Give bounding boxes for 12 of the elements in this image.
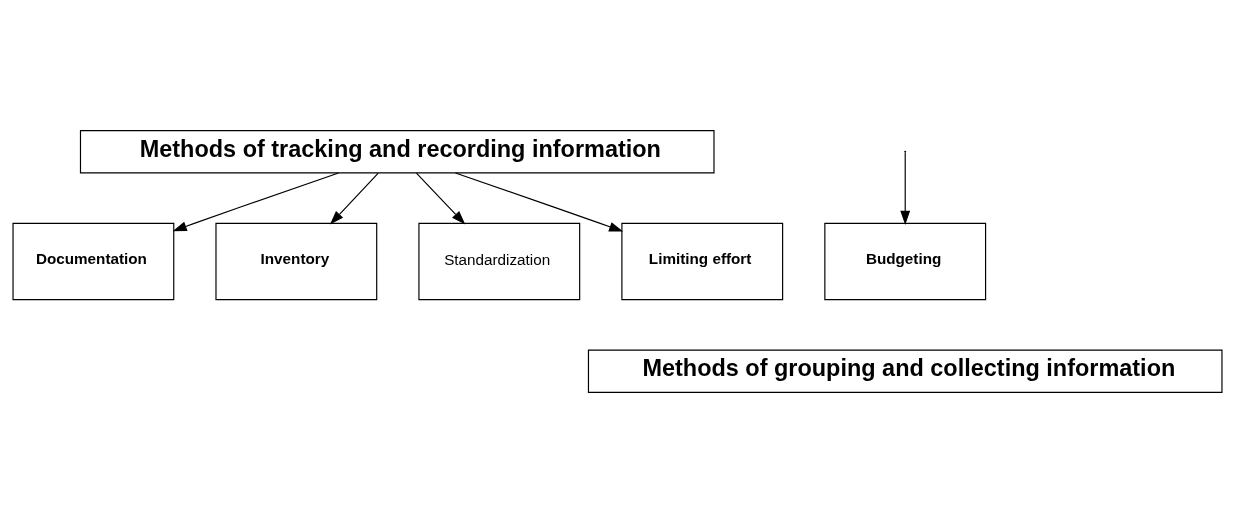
- node-box: Inventory: [215, 222, 378, 301]
- node-box: Budgeting: [824, 222, 987, 301]
- arrow: [900, 152, 911, 225]
- node-box: Limiting effort: [621, 222, 784, 301]
- node-box: Methods of tracking and recording information: [79, 130, 715, 174]
- arrow: [172, 172, 340, 232]
- arrow: [329, 172, 379, 225]
- arrow: [415, 172, 466, 225]
- arrow: [454, 172, 624, 232]
- node-box: Methods of grouping and collecting information: [587, 349, 1223, 393]
- node-box: Documentation: [12, 222, 175, 301]
- node-box: Standardization: [418, 222, 581, 301]
